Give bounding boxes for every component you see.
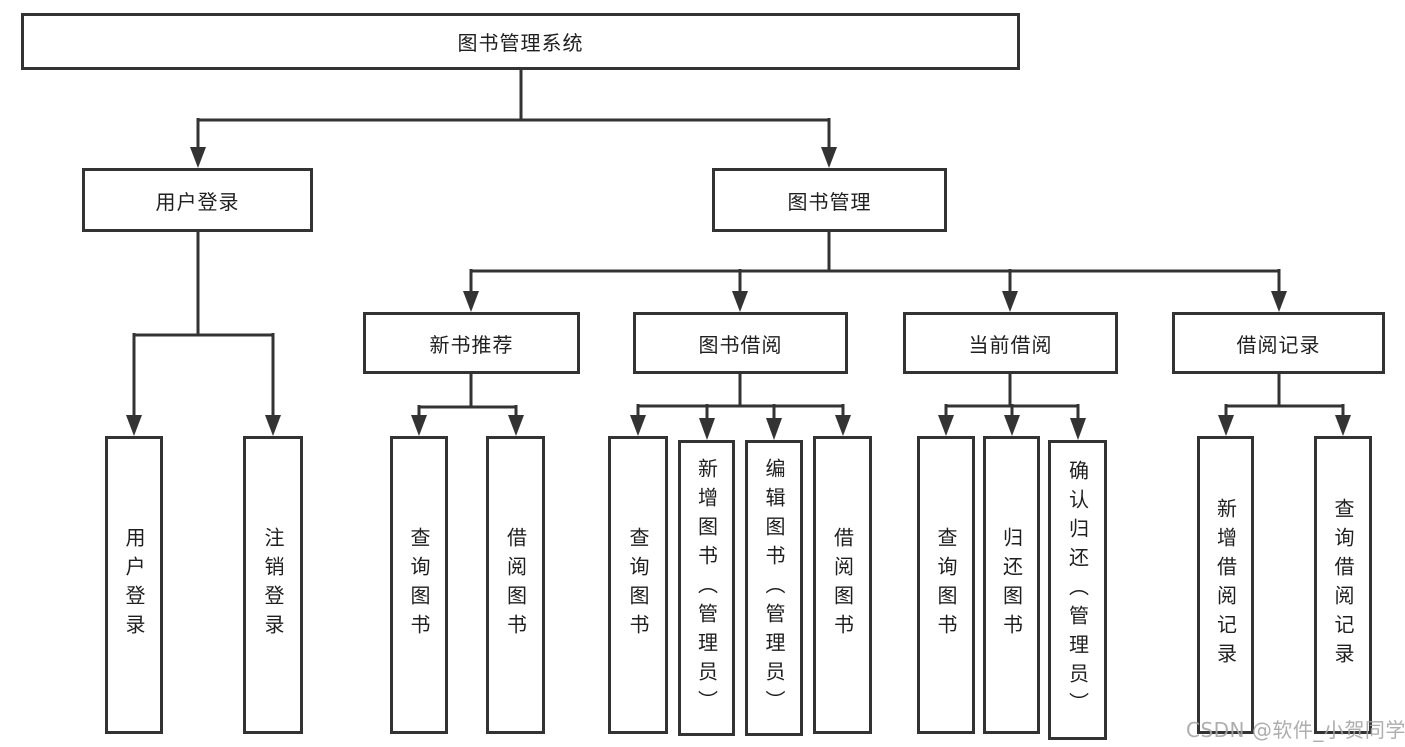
node-leaf-return-book: 归还图书: [983, 436, 1040, 734]
node-new-book-recommend: 新书推荐: [363, 312, 580, 374]
node-leaf-newbook-borrow-label: 借阅图书: [503, 527, 528, 643]
node-leaf-user-login: 用户登录: [105, 436, 163, 734]
node-leaf-borrow-book: 借阅图书: [813, 436, 872, 734]
node-leaf-newbook-borrow: 借阅图书: [486, 436, 545, 734]
node-leaf-borrow-query: 查询图书: [608, 436, 668, 734]
node-borrowing-records: 借阅记录: [1172, 312, 1385, 374]
node-borrowing-records-label: 借阅记录: [1236, 332, 1321, 357]
node-current-borrowing-label: 当前借阅: [968, 332, 1053, 357]
connector-new-book-children: [411, 374, 524, 436]
node-leaf-logout: 注销登录: [243, 436, 303, 734]
node-leaf-edit-book-admin-label: 编辑图书（管理员）: [762, 457, 786, 719]
node-leaf-current-query: 查询图书: [917, 436, 975, 734]
node-book-borrowing: 图书借阅: [633, 312, 848, 374]
node-book-management-label: 图书管理: [787, 189, 872, 214]
node-leaf-query-borrow-record: 查询借阅记录: [1314, 436, 1372, 734]
node-leaf-logout-label: 注销登录: [261, 527, 285, 643]
csdn-watermark: CSDN @软件_小贺同学: [1186, 718, 1405, 742]
node-user-login: 用户登录: [82, 168, 313, 232]
node-leaf-edit-book-admin: 编辑图书（管理员）: [745, 440, 803, 736]
node-leaf-add-book-admin: 新增图书（管理员）: [678, 440, 735, 736]
node-leaf-newbook-query-label: 查询图书: [407, 527, 431, 643]
node-leaf-newbook-query: 查询图书: [390, 436, 448, 734]
node-user-login-label: 用户登录: [155, 189, 240, 214]
node-new-book-recommend-label: 新书推荐: [429, 332, 514, 357]
connector-book-mgmt-children: [463, 232, 1287, 312]
node-root-label: 图书管理系统: [457, 31, 584, 55]
node-leaf-borrow-query-label: 查询图书: [626, 527, 650, 643]
connector-user-login-children: [126, 232, 281, 436]
node-current-borrowing: 当前借阅: [903, 312, 1118, 374]
connector-root-to-level2: [190, 70, 837, 168]
node-leaf-confirm-return-admin: 确认归还（管理员）: [1048, 440, 1107, 740]
node-leaf-current-query-label: 查询图书: [934, 527, 958, 643]
node-leaf-add-borrow-record-label: 新增借阅记录: [1213, 498, 1238, 672]
node-leaf-confirm-return-admin-label: 确认归还（管理员）: [1065, 459, 1090, 721]
node-leaf-return-book-label: 归还图书: [999, 527, 1024, 643]
node-root: 图书管理系统: [21, 13, 1020, 70]
connector-current-borrow-children: [938, 374, 1086, 440]
node-book-management: 图书管理: [712, 168, 947, 232]
connector-borrow-records-children: [1218, 374, 1351, 436]
node-leaf-borrow-book-label: 借阅图书: [830, 527, 855, 643]
node-leaf-add-borrow-record: 新增借阅记录: [1197, 436, 1254, 734]
connector-book-borrow-children: [630, 374, 851, 440]
node-leaf-add-book-admin-label: 新增图书（管理员）: [694, 457, 719, 719]
node-book-borrowing-label: 图书借阅: [698, 332, 783, 357]
node-leaf-user-login-label: 用户登录: [122, 527, 146, 643]
node-leaf-query-borrow-record-label: 查询借阅记录: [1331, 498, 1355, 672]
